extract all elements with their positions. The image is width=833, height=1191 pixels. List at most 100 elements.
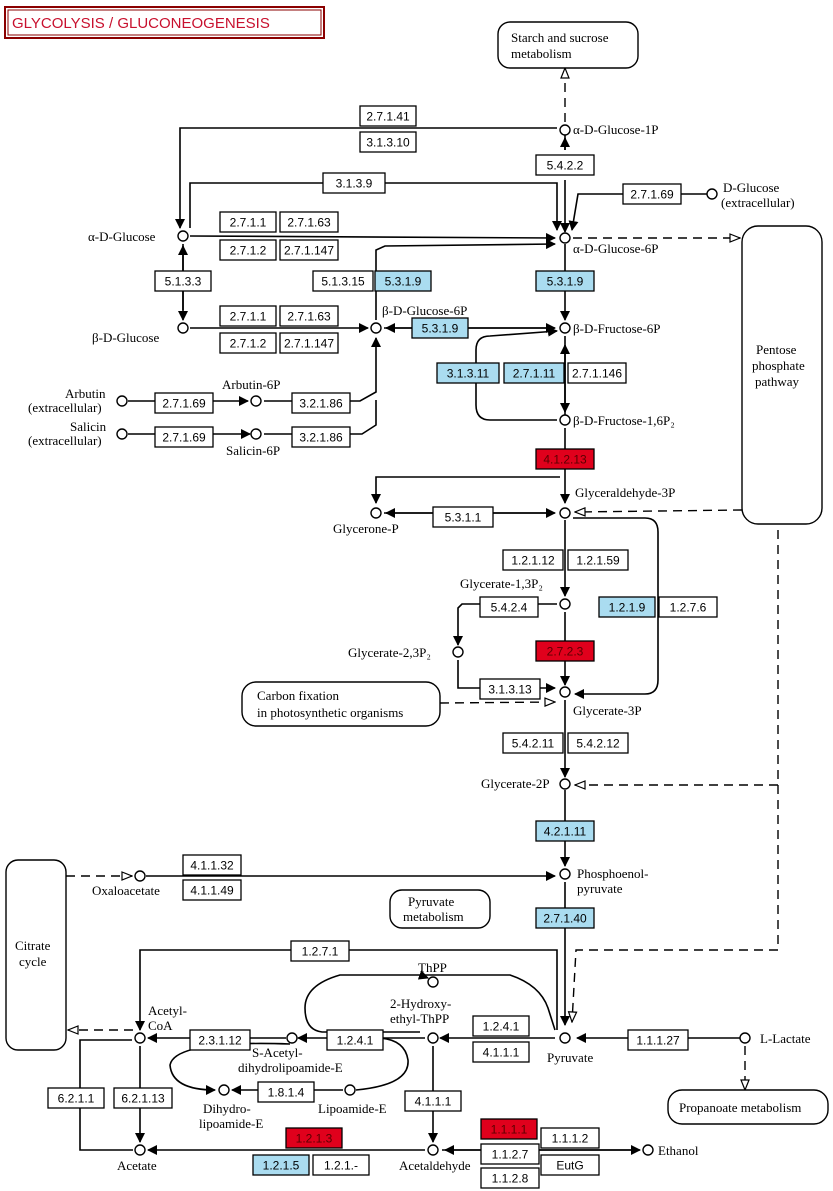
- enzyme-box[interactable]: [502, 549, 564, 571]
- enzyme-box[interactable]: [326, 1029, 384, 1051]
- enzyme-box[interactable]: [154, 392, 214, 414]
- enzyme-23-1-12-e42[interactable]: 2.3.1.12: [189, 1029, 251, 1051]
- enzyme-27-1-2-e8[interactable]: 2.7.1.2: [219, 239, 277, 261]
- enzyme-12-7-1-e41[interactable]: 1.2.7.1: [290, 940, 350, 962]
- enzyme-box[interactable]: [479, 596, 539, 618]
- enzyme-box[interactable]: [567, 362, 627, 384]
- enzyme-11-2-7-e56[interactable]: 1.1.2.7: [480, 1143, 540, 1165]
- node-thpp[interactable]: [427, 976, 439, 988]
- node-arbutin[interactable]: [116, 395, 128, 407]
- node-lipoamide[interactable]: [344, 1084, 356, 1096]
- enzyme-box[interactable]: [290, 940, 350, 962]
- enzyme-box[interactable]: [47, 1087, 105, 1109]
- enzyme-27-1-69-e24[interactable]: 2.7.1.69: [154, 426, 214, 448]
- node-arbutin-6p[interactable]: [250, 395, 262, 407]
- node-glycerone-p[interactable]: [370, 507, 382, 519]
- enzyme-12-7-6-e32[interactable]: 1.2.7.6: [658, 596, 718, 618]
- enzyme-12-4-1-e43[interactable]: 1.2.4.1: [326, 1029, 384, 1051]
- enzyme-box[interactable]: [658, 596, 718, 618]
- enzyme-41-1-1-e50[interactable]: 4.1.1.1: [404, 1090, 462, 1112]
- node-b-d-glucose[interactable]: [177, 322, 189, 334]
- node-l-lactate[interactable]: [739, 1032, 751, 1044]
- enzyme-27-1-11-e20[interactable]: 2.7.1.11: [503, 362, 565, 384]
- enzyme-box[interactable]: [480, 1118, 538, 1140]
- enzyme-51-3-3-e10[interactable]: 5.1.3.3: [154, 270, 212, 292]
- node-dihydrolipoamide[interactable]: [218, 1084, 230, 1096]
- enzyme-11-2-8-e58[interactable]: 1.1.2.8: [480, 1167, 540, 1189]
- enzyme-27-1-147-e9[interactable]: 2.7.1.147: [279, 239, 339, 261]
- enzyme-box[interactable]: [252, 1154, 310, 1176]
- enzyme-box[interactable]: [432, 506, 494, 528]
- enzyme-box[interactable]: [279, 211, 339, 233]
- enzyme-27-1-1-e14[interactable]: 2.7.1.1: [219, 305, 277, 327]
- enzyme-box[interactable]: [219, 305, 277, 327]
- enzyme-12-1-12-e28[interactable]: 1.2.1.12: [502, 549, 564, 571]
- enzyme-32-1-86-e25[interactable]: 3.2.1.86: [291, 426, 351, 448]
- enzyme-27-1-69-e22[interactable]: 2.7.1.69: [154, 392, 214, 414]
- enzyme-12-1-59-e29[interactable]: 1.2.1.59: [567, 549, 629, 571]
- enzyme-11-1-27-e46[interactable]: 1.1.1.27: [627, 1029, 689, 1051]
- node-b-d-fructose-16p2[interactable]: [559, 414, 571, 426]
- enzyme-box[interactable]: [535, 154, 595, 176]
- enzyme-41-2-13-e26[interactable]: 4.1.2.13: [535, 448, 595, 470]
- enzyme-31-3-13-e34[interactable]: 3.1.3.13: [479, 678, 541, 700]
- enzyme-box[interactable]: [257, 1081, 315, 1103]
- enzyme-box[interactable]: [404, 1090, 462, 1112]
- enzyme-62-1-1-e48[interactable]: 6.2.1.1: [47, 1087, 105, 1109]
- enzyme-box[interactable]: [182, 854, 242, 876]
- enzyme-51-3-15-e11[interactable]: 5.1.3.15: [312, 270, 374, 292]
- enzyme-box[interactable]: [535, 640, 595, 662]
- enzyme-41-1-32-e38[interactable]: 4.1.1.32: [182, 854, 242, 876]
- node-a-d-glucose-1p[interactable]: [559, 124, 571, 136]
- enzyme-box[interactable]: [479, 678, 541, 700]
- node-glycerate-3p[interactable]: [559, 686, 571, 698]
- pathway-citrate-cycle[interactable]: Citrate cycle: [5, 859, 67, 1051]
- enzyme-27-1-40-e40[interactable]: 2.7.1.40: [535, 907, 595, 929]
- enzyme-box[interactable]: [436, 362, 500, 384]
- enzyme-box[interactable]: [535, 820, 595, 842]
- enzyme-box[interactable]: [411, 317, 469, 339]
- node-glyceraldehyde-3p[interactable]: [559, 507, 571, 519]
- enzyme-42-1-11-e37[interactable]: 4.2.1.11: [535, 820, 595, 842]
- enzyme-box[interactable]: [219, 211, 277, 233]
- node-glycerate-2p[interactable]: [559, 778, 571, 790]
- enzyme-53-1-9-e13[interactable]: 5.3.1.9: [535, 270, 595, 292]
- node-s-acetyl-dihydrolipoamide[interactable]: [286, 1032, 298, 1044]
- enzyme-box[interactable]: [154, 270, 212, 292]
- pathway-starch-sucrose[interactable]: Starch and sucrose metabolism: [497, 21, 639, 69]
- enzyme-box[interactable]: [312, 270, 374, 292]
- enzyme-11-1-2-e55[interactable]: 1.1.1.2: [540, 1127, 600, 1149]
- enzyme-box[interactable]: [182, 879, 242, 901]
- enzyme-box[interactable]: [279, 305, 339, 327]
- enzyme-EutG-e57[interactable]: EutG: [540, 1154, 600, 1176]
- node-a-d-glucose[interactable]: [177, 230, 189, 242]
- node-oxaloacetate[interactable]: [134, 870, 146, 882]
- enzyme-54-2-11-e35[interactable]: 5.4.2.11: [502, 732, 564, 754]
- enzyme-27-2-3-e33[interactable]: 2.7.2.3: [535, 640, 595, 662]
- enzyme-41-1-49-e39[interactable]: 4.1.1.49: [182, 879, 242, 901]
- enzyme-box[interactable]: [540, 1127, 600, 1149]
- enzyme-53-1-1-e27[interactable]: 5.3.1.1: [432, 506, 494, 528]
- enzyme-53-1-9-e12[interactable]: 5.3.1.9: [374, 270, 432, 292]
- enzyme-box[interactable]: [598, 596, 656, 618]
- enzyme-12-1---e53[interactable]: 1.2.1.-: [312, 1154, 370, 1176]
- node-2-hydroxyethyl-thpp[interactable]: [427, 1032, 439, 1044]
- enzyme-27-1-2-e17[interactable]: 2.7.1.2: [219, 332, 277, 354]
- enzyme-54-2-4-e30[interactable]: 5.4.2.4: [479, 596, 539, 618]
- enzyme-box[interactable]: [312, 1154, 370, 1176]
- enzyme-box[interactable]: [359, 131, 417, 153]
- enzyme-box[interactable]: [480, 1143, 540, 1165]
- pathway-pentose-phosphate[interactable]: Pentose phosphate pathway: [741, 225, 823, 525]
- enzyme-54-2-2-e3[interactable]: 5.4.2.2: [535, 154, 595, 176]
- node-b-d-fructose-6p[interactable]: [559, 322, 571, 334]
- enzyme-box[interactable]: [279, 332, 339, 354]
- enzyme-31-3-11-e19[interactable]: 3.1.3.11: [436, 362, 500, 384]
- enzyme-box[interactable]: [540, 1154, 600, 1176]
- enzyme-27-1-146-e21[interactable]: 2.7.1.146: [567, 362, 627, 384]
- enzyme-box[interactable]: [535, 907, 595, 929]
- enzyme-12-1-3-e51[interactable]: 1.2.1.3: [285, 1127, 343, 1149]
- pathway-carbon-fixation[interactable]: Carbon fixation in photosynthetic organi…: [241, 681, 441, 727]
- enzyme-12-4-1-e44[interactable]: 1.2.4.1: [472, 1015, 530, 1037]
- node-acetate[interactable]: [134, 1144, 146, 1156]
- enzyme-box[interactable]: [627, 1029, 689, 1051]
